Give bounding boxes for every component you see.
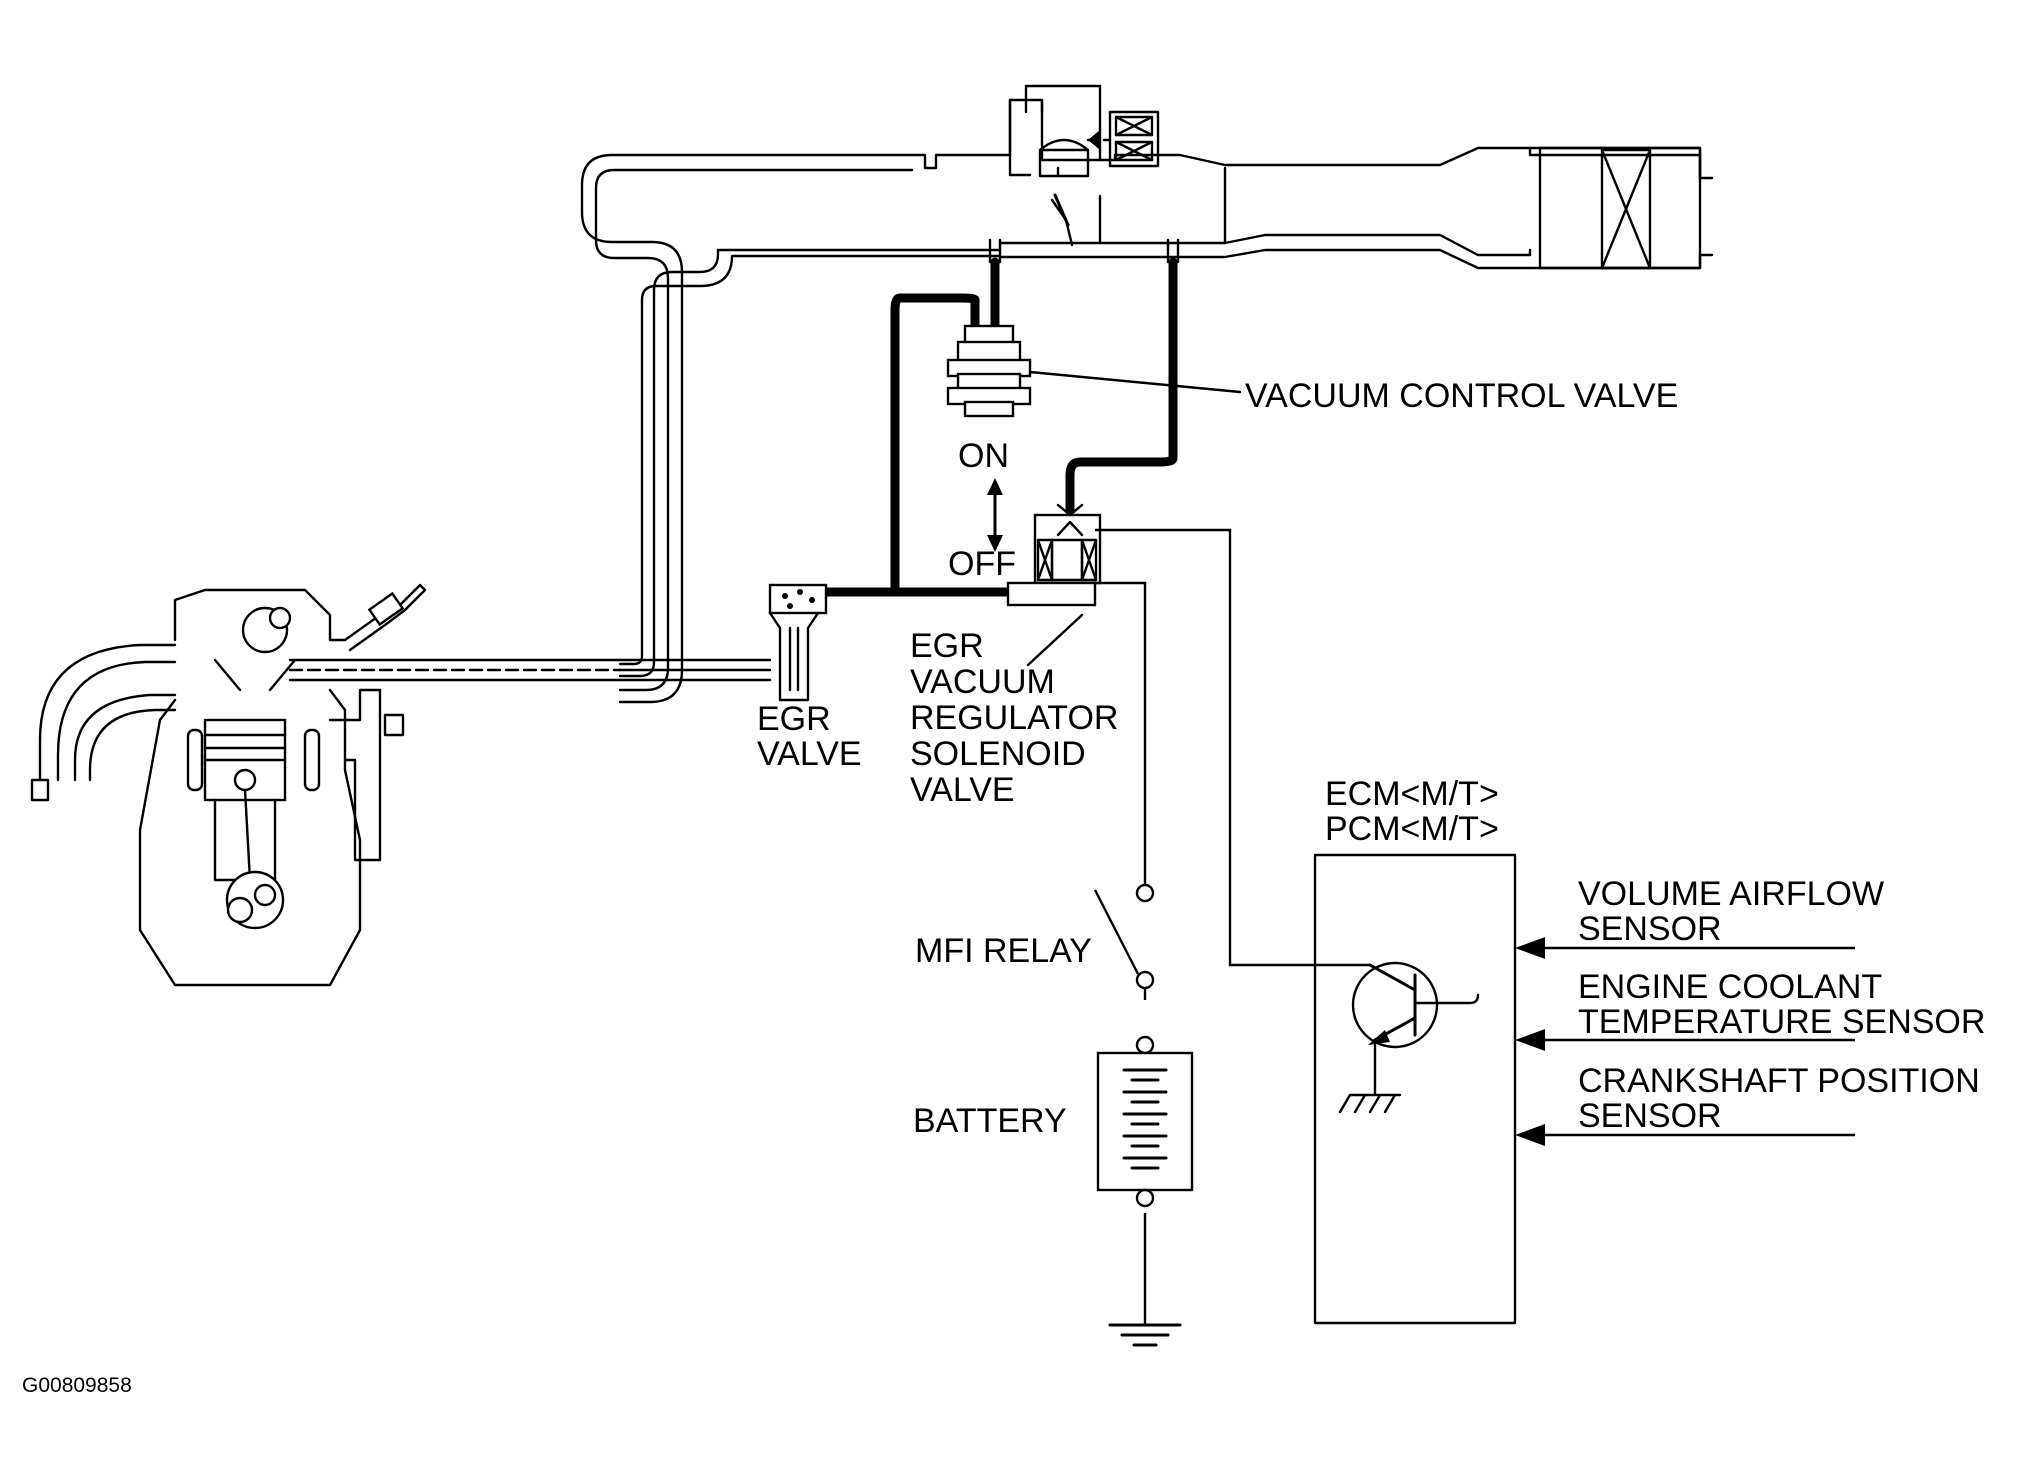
- pcm-label: PCM<M/T>: [1325, 810, 1499, 848]
- ground-symbol: [1108, 1323, 1182, 1347]
- mfi-relay-label: MFI RELAY: [915, 932, 1092, 970]
- sensor-labels: VOLUME AIRFLOW SENSOR ENGINE COOLANT TEM…: [1578, 875, 1985, 1135]
- egr-valve: [768, 583, 828, 702]
- mfi-relay: [1093, 883, 1155, 990]
- engine: [30, 583, 772, 987]
- wiring: [1095, 528, 1370, 1325]
- sensor-inputs: [1515, 937, 1855, 1146]
- crankshaft-position-arrow: [1515, 1124, 1545, 1146]
- ecm-pcm-box: [1313, 853, 1517, 1325]
- coolant-temp-arrow: [1515, 1029, 1545, 1051]
- ecm-pcm-label: ECM<M/T> PCM<M/T>: [1325, 775, 1499, 848]
- crankshaft-position-label-1: CRANKSHAFT POSITION: [1578, 1062, 1980, 1100]
- battery: [1096, 1035, 1194, 1208]
- egr-vacuum-regulator-line-1: EGR: [910, 627, 984, 665]
- egr-vacuum-regulator-line-5: VALVE: [910, 771, 1015, 809]
- figure-code: G00809858: [22, 1374, 132, 1397]
- egr-valve-label: EGR VALVE: [757, 700, 862, 773]
- egr-vacuum-regulator-line-2: VACUUM: [910, 663, 1055, 701]
- on-off-arrow: [987, 478, 1003, 552]
- off-label: OFF: [948, 545, 1016, 583]
- vacuum-control-valve-label: VACUUM CONTROL VALVE: [1245, 377, 1678, 415]
- air-cleaner: [1528, 146, 1714, 270]
- throttle-body: [1008, 84, 1160, 247]
- egr-vacuum-regulator-solenoid-valve: [1006, 503, 1102, 667]
- vacuum-control-valve: [946, 324, 1242, 418]
- egr-vacuum-regulator-line-3: REGULATOR: [910, 699, 1118, 737]
- vacuum-hoses: [815, 257, 1178, 597]
- coolant-temp-label-1: ENGINE COOLANT: [1578, 968, 1882, 1006]
- egr-valve-line-2: VALVE: [757, 735, 862, 773]
- on-label: ON: [958, 437, 1009, 475]
- volume-airflow-label-2: SENSOR: [1578, 910, 1722, 948]
- egr-vacuum-regulator-label: EGR VACUUM REGULATOR SOLENOID VALVE: [910, 627, 1118, 809]
- coolant-temp-label-2: TEMPERATURE SENSOR: [1578, 1003, 1985, 1041]
- volume-airflow-arrow: [1515, 937, 1545, 959]
- ecm-label: ECM<M/T>: [1325, 775, 1499, 813]
- egr-vacuum-regulator-line-4: SOLENOID: [910, 735, 1086, 773]
- crankshaft-position-label-2: SENSOR: [1578, 1097, 1722, 1135]
- battery-label: BATTERY: [913, 1102, 1067, 1140]
- volume-airflow-label-1: VOLUME AIRFLOW: [1578, 875, 1884, 913]
- egr-valve-line-1: EGR: [757, 700, 831, 738]
